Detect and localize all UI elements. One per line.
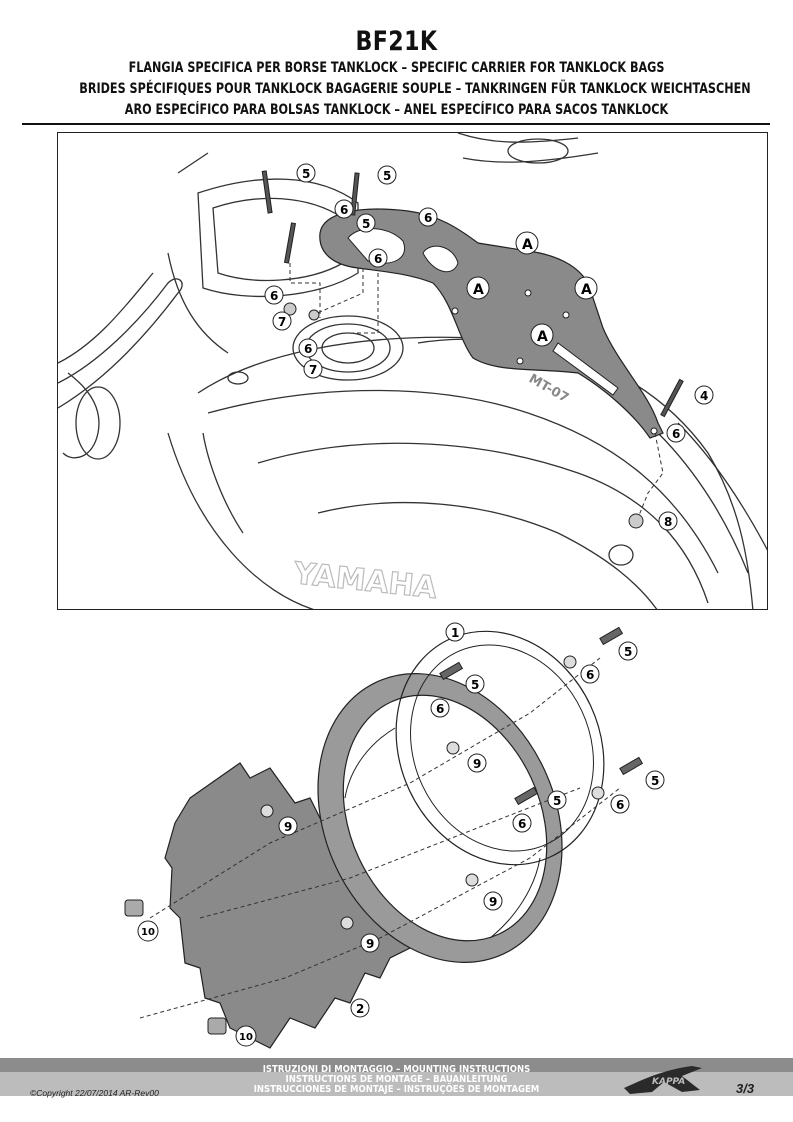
footer-line-2: INSTRUCTIONS DE MONTAGE – BAUANLEITUNG: [285, 1074, 508, 1085]
footer-bar: [0, 1058, 793, 1096]
copyright-text: ©Copyright 22/07/2014 AR-Rev00: [30, 1088, 159, 1098]
svg-text:5: 5: [383, 169, 391, 183]
callout-6e: 6: [298, 338, 318, 358]
svg-text:6: 6: [436, 702, 444, 716]
callout-6a-bottom: 6: [580, 664, 600, 684]
svg-text:KAPPA: KAPPA: [652, 1077, 685, 1087]
svg-text:2: 2: [356, 1002, 364, 1016]
callout-5b: 5: [377, 165, 397, 185]
svg-text:A: A: [522, 237, 533, 253]
svg-text:8: 8: [664, 515, 672, 529]
svg-text:5: 5: [302, 167, 310, 181]
svg-text:6: 6: [616, 798, 624, 812]
tank-model-text: MT-07: [526, 371, 571, 406]
callout-6d: 6: [264, 285, 284, 305]
svg-text:10: 10: [239, 1032, 253, 1043]
callout-10b: 10: [235, 1025, 257, 1047]
tank-illustration: YAMAHA MT-07 5: [58, 133, 767, 609]
callout-6a: 6: [334, 199, 354, 219]
svg-text:6: 6: [672, 427, 680, 441]
callout-9a: 9: [467, 753, 487, 773]
callout-4: 4: [694, 385, 714, 405]
callout-a4: A: [530, 323, 554, 347]
tank-brand-text: YAMAHA: [291, 556, 439, 606]
svg-text:5: 5: [624, 645, 632, 659]
tank-mounting-diagram: YAMAHA MT-07 5: [57, 132, 768, 610]
callout-7b: 7: [303, 359, 323, 379]
ring-exploded-illustration: 1 2 5 5 5 5 6 6 6 6 9 9 9 9 10 10: [124, 622, 665, 1049]
header-rule: [22, 123, 770, 125]
callout-5b-bottom: 5: [465, 674, 485, 694]
svg-text:1: 1: [451, 626, 459, 640]
svg-text:7: 7: [278, 315, 286, 329]
callout-6b-bottom: 6: [430, 698, 450, 718]
callout-2: 2: [350, 998, 370, 1018]
svg-text:6: 6: [374, 252, 382, 266]
svg-text:7: 7: [309, 363, 317, 377]
callout-9d: 9: [360, 933, 380, 953]
callout-5c: 5: [356, 213, 376, 233]
callout-6c: 6: [368, 248, 388, 268]
svg-text:9: 9: [366, 937, 374, 951]
callout-6f: 6: [666, 423, 686, 443]
carrier-flange: [319, 208, 664, 439]
svg-text:5: 5: [553, 794, 561, 808]
callout-9b: 9: [278, 816, 298, 836]
svg-text:10: 10: [141, 927, 155, 938]
callout-7a: 7: [272, 311, 292, 331]
callout-6b: 6: [418, 207, 438, 227]
svg-text:5: 5: [471, 678, 479, 692]
svg-text:6: 6: [270, 289, 278, 303]
svg-text:A: A: [473, 282, 484, 298]
bottom-callouts: 1 2 5 5 5 5 6 6 6 6 9 9 9 9 10 10: [137, 622, 665, 1047]
callout-5a: 5: [296, 163, 316, 183]
footer-band: [0, 1058, 793, 1072]
callout-5a-bottom: 5: [618, 641, 638, 661]
svg-text:4: 4: [700, 389, 708, 403]
page-number: 3/3: [736, 1081, 755, 1096]
callout-a1: A: [515, 231, 539, 255]
svg-text:A: A: [581, 282, 592, 298]
kappa-logo-icon: KAPPA: [624, 1066, 702, 1094]
ring-assembly-diagram: 1 2 5 5 5 5 6 6 6 6 9 9 9 9 10 10: [110, 618, 680, 1050]
subtitle-line-3: ARO ESPECÍFICO PARA BOLSAS TANKLOCK – AN…: [124, 102, 669, 118]
callout-5c-bottom: 5: [645, 770, 665, 790]
footer-line-3: INSTRUCCIONES DE MONTAJE – INSTRUÇÕES DE…: [253, 1084, 540, 1095]
svg-text:5: 5: [362, 217, 370, 231]
svg-text:9: 9: [284, 820, 292, 834]
callout-6d-bottom: 6: [512, 813, 532, 833]
svg-text:6: 6: [340, 203, 348, 217]
svg-text:A: A: [537, 329, 548, 345]
callout-a3: A: [574, 276, 598, 300]
top-callouts: 5 5 5 6 6 6 6 6 6 7 7 4 8 A A A A: [264, 163, 714, 531]
svg-text:6: 6: [424, 211, 432, 225]
callout-6c-bottom: 6: [610, 794, 630, 814]
callout-1: 1: [445, 622, 465, 642]
callout-8: 8: [658, 511, 678, 531]
svg-text:9: 9: [489, 895, 497, 909]
callout-5d-bottom: 5: [547, 790, 567, 810]
document-title: BF21K: [355, 26, 438, 57]
subtitle-line-2: BRIDES SPÉCIFIQUES POUR TANKLOCK BAGAGER…: [79, 81, 751, 97]
base-plate: [164, 762, 411, 1049]
svg-text:6: 6: [586, 668, 594, 682]
subtitle-line-1: FLANGIA SPECIFICA PER BORSE TANKLOCK – S…: [128, 60, 665, 76]
callout-a2: A: [466, 276, 490, 300]
svg-text:5: 5: [651, 774, 659, 788]
svg-text:6: 6: [518, 817, 526, 831]
callout-10a: 10: [137, 920, 159, 942]
footer-line-1: ISTRUZIONI DI MONTAGGIO – MOUNTING INSTR…: [262, 1064, 531, 1075]
callout-9c: 9: [483, 891, 503, 911]
svg-text:9: 9: [473, 757, 481, 771]
svg-text:6: 6: [304, 342, 312, 356]
